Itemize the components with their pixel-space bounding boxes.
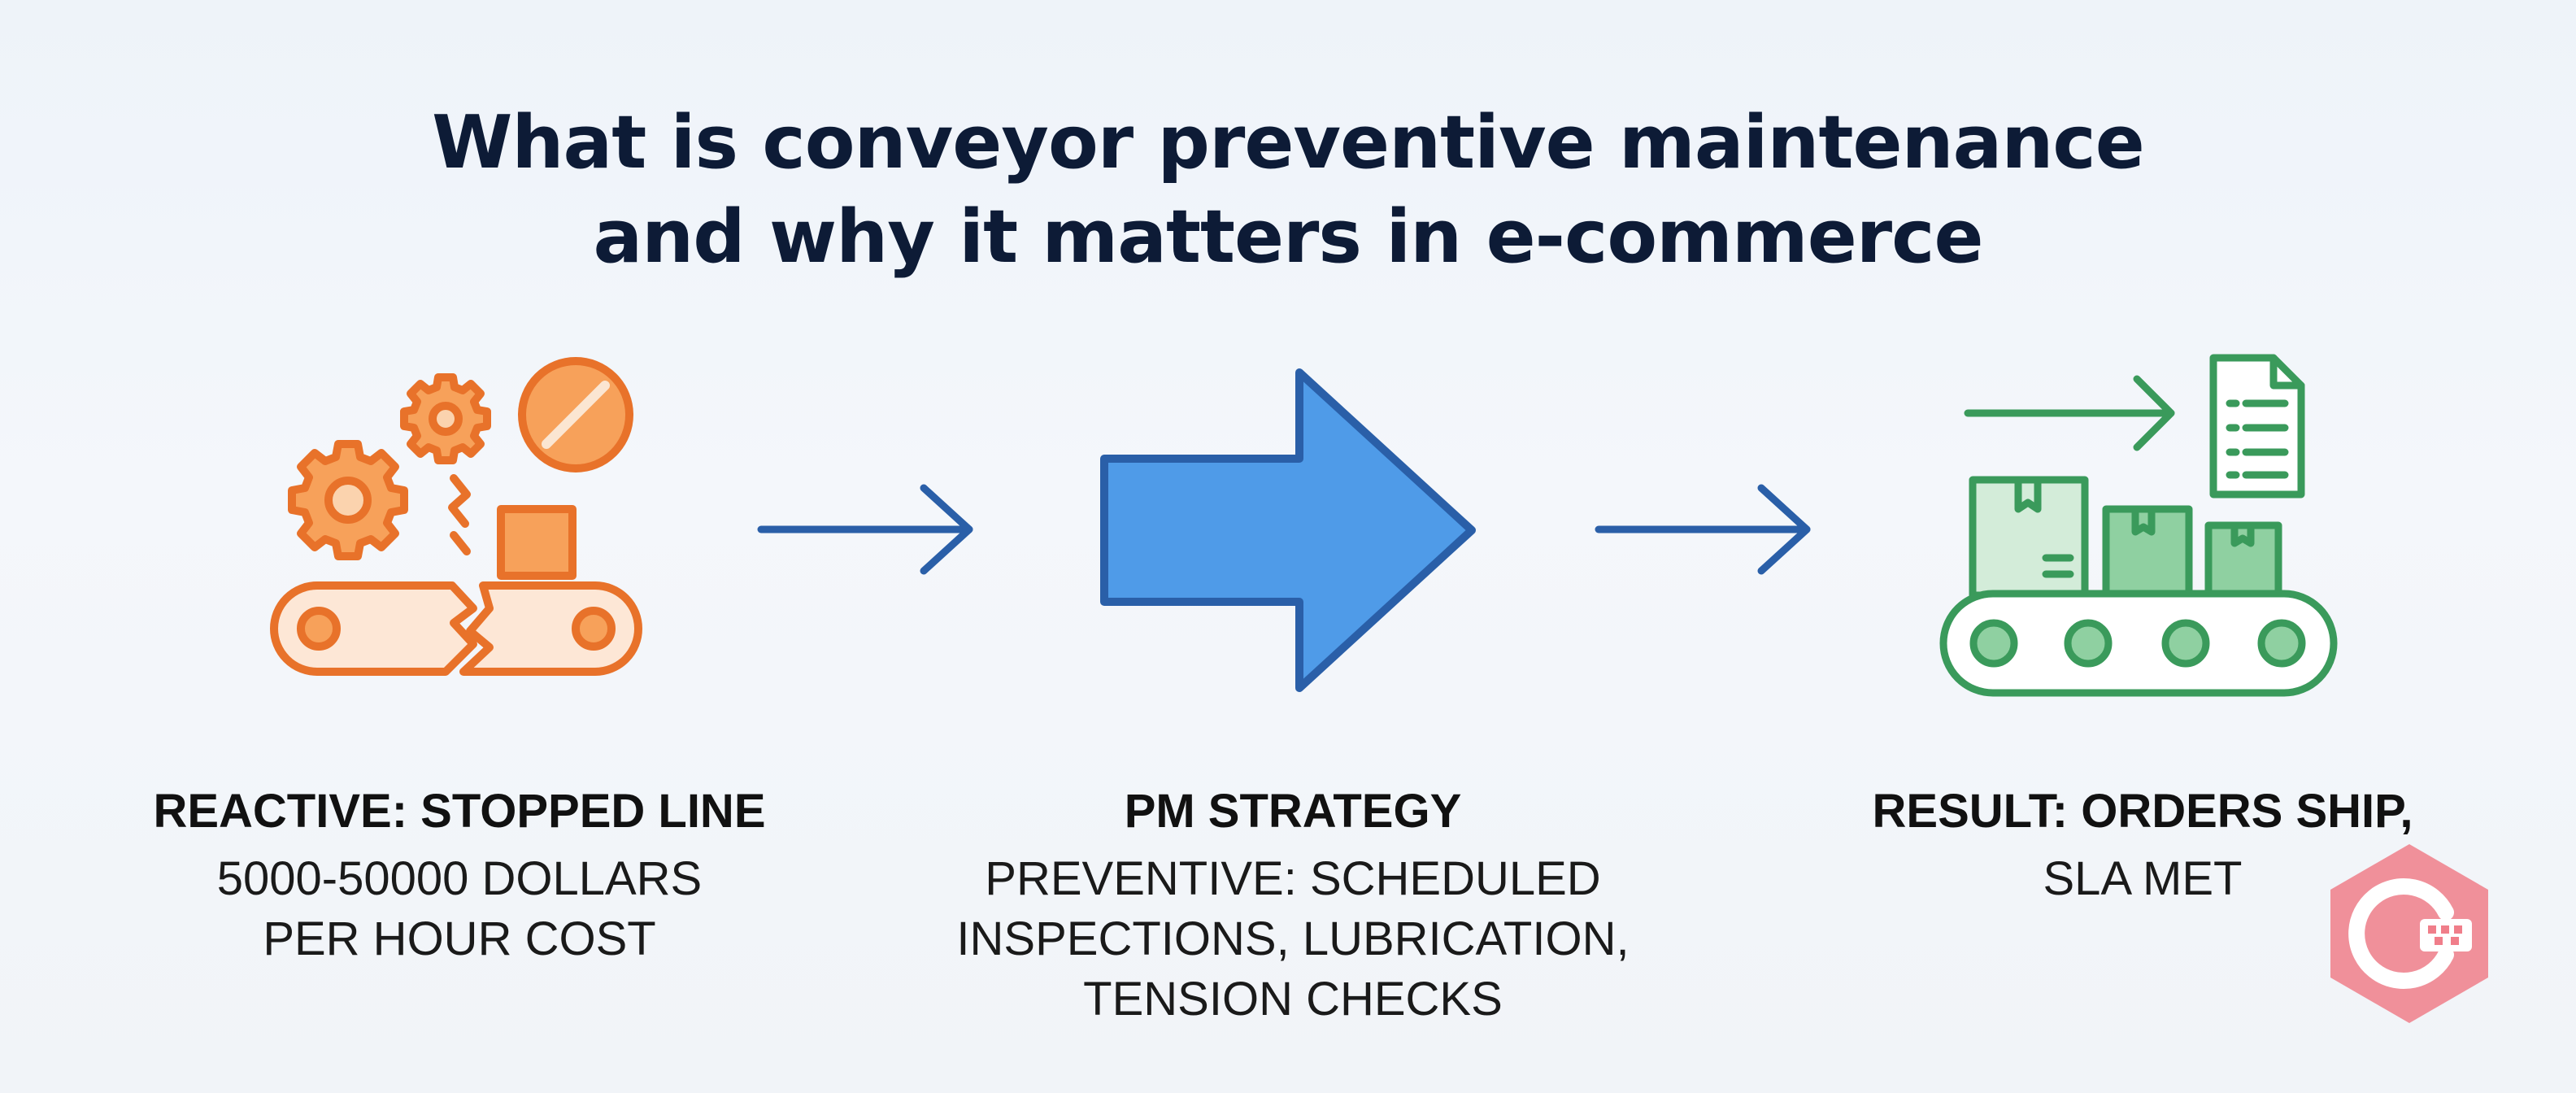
title-line-1: What is conveyor preventive maintenance (432, 100, 2145, 185)
stage-body-line: INSPECTIONS, LUBRICATION, (956, 912, 1630, 965)
title-line-2: and why it matters in e-commerce (593, 194, 1983, 280)
stage-reactive: REACTIVE: STOPPED LINE 5000-50000 DOLLAR… (98, 782, 821, 969)
stage-body-line: SLA MET (2043, 852, 2243, 905)
stage-body: PREVENTIVE: SCHEDULED INSPECTIONS, LUBRI… (911, 849, 1675, 1030)
package-icon-2 (2102, 505, 2193, 599)
arrow-right-icon (756, 481, 977, 577)
stage-heading: PM STRATEGY (1124, 785, 1462, 838)
broken-conveyor-icon (260, 350, 651, 691)
stage-body-line: TENSION CHECKS (1083, 973, 1503, 1026)
stage-body-line: PREVENTIVE: SCHEDULED (985, 852, 1601, 905)
package-icon-3 (2204, 521, 2282, 599)
gear-icon (288, 440, 408, 560)
small-gear-icon (400, 373, 491, 464)
stage-heading: RESULT: ORDERS SHIP, (1872, 785, 2413, 838)
stop-sign-icon (518, 357, 633, 472)
stage-body: 5000-50000 DOLLARS PER HOUR COST (98, 849, 821, 969)
arrow-right-icon-2 (1594, 481, 1815, 577)
logo-badge-icon (2324, 841, 2495, 1026)
page-title: What is conveyor preventive maintenance … (0, 96, 2576, 285)
stage-result: RESULT: ORDERS SHIP, SLA MET (1773, 782, 2513, 909)
stage-pm-strategy: PM STRATEGY PREVENTIVE: SCHEDULED INSPEC… (911, 782, 1675, 1030)
working-conveyor-icon (1927, 350, 2350, 699)
package-icon (1969, 476, 2089, 599)
document-icon (2209, 354, 2305, 499)
stage-body: SLA MET (1773, 849, 2513, 909)
stage-heading: REACTIVE: STOPPED LINE (153, 785, 766, 838)
big-arrow-icon (1098, 368, 1482, 693)
stage-body-line: PER HOUR COST (263, 912, 656, 965)
stage-body-line: 5000-50000 DOLLARS (216, 852, 703, 905)
